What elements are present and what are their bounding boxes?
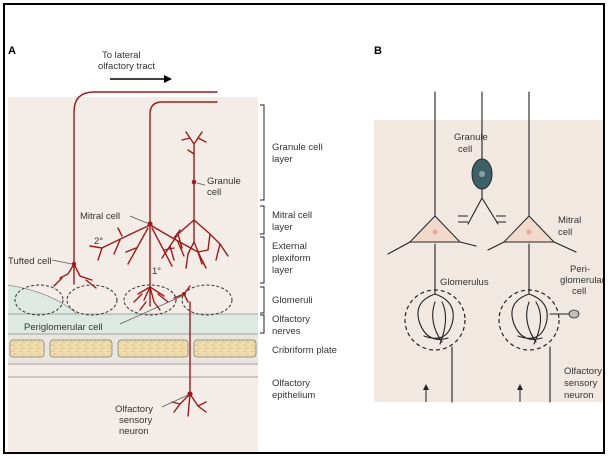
- tract-label-1: To lateral: [102, 50, 141, 61]
- layer-cribriform: Cribriform plate: [272, 345, 337, 356]
- panel-b-label: B: [374, 45, 382, 57]
- periglomerular-label-b-3: cell: [572, 286, 586, 297]
- mitral-label-b-1: Mitral: [558, 215, 581, 226]
- tissue-background-b: [374, 120, 605, 402]
- tract-label-2: olfactory tract: [98, 61, 155, 72]
- layer-mitral-2: layer: [272, 222, 293, 233]
- sensory-label-a-1: Olfactory: [115, 404, 153, 415]
- layer-bracket: [260, 105, 264, 333]
- sensory-label-b-1: Olfactory: [564, 366, 602, 377]
- mitral-label-b-2: cell: [558, 227, 572, 238]
- mitral-label-a: Mitral cell: [80, 211, 120, 222]
- layer-nerves-1: Olfactory: [272, 314, 310, 325]
- sensory-soma-a: [187, 391, 192, 396]
- tufted-label: Tufted cell: [8, 256, 51, 267]
- periglomerular-soma-a: [182, 292, 186, 296]
- layer-epl-1: External: [272, 241, 307, 252]
- tissue-background-a: [8, 97, 258, 454]
- layer-mitral-1: Mitral cell: [272, 210, 312, 221]
- glomerulus-label: Glomerulus: [440, 277, 489, 288]
- periglomerular-soma-b: [569, 310, 579, 318]
- layer-epl-3: layer: [272, 265, 293, 276]
- primary-dendrite-label: 1°: [152, 266, 161, 277]
- secondary-dendrite-label: 2°: [94, 236, 103, 247]
- layer-granule-1: Granule cell: [272, 142, 323, 153]
- layer-glomeruli: Glomeruli: [272, 295, 313, 306]
- granule-soma-a: [192, 180, 197, 185]
- tufted-soma: [72, 262, 76, 266]
- layer-epithelium-2: epithelium: [272, 390, 315, 401]
- granule-label-a-2: cell: [207, 187, 221, 198]
- sensory-label-a-3: neuron: [119, 426, 149, 437]
- layer-nerves-2: nerves: [272, 326, 301, 337]
- granule-label-b-2: cell: [458, 144, 472, 155]
- panel-a-label: A: [8, 45, 16, 57]
- sensory-label-b-3: neuron: [564, 390, 594, 401]
- figure-frame: A: [3, 3, 605, 454]
- layer-epl-2: plexiform: [272, 253, 311, 264]
- periglomerular-label-b-2: glomerular: [560, 275, 605, 286]
- mitral-soma-a: [147, 221, 152, 226]
- sensory-label-a-2: sensory: [119, 415, 153, 426]
- periglomerular-label-a: Periglomerular cell: [24, 322, 103, 333]
- granule-label-b-1: Granule: [454, 132, 488, 143]
- layer-epithelium-1: Olfactory: [272, 378, 310, 389]
- olfactory-bulb-diagram: A: [5, 5, 605, 454]
- sensory-label-b-2: sensory: [564, 378, 598, 389]
- granule-label-a-1: Granule: [207, 176, 241, 187]
- periglomerular-label-b-1: Peri-: [570, 264, 590, 275]
- layer-granule-2: layer: [272, 154, 293, 165]
